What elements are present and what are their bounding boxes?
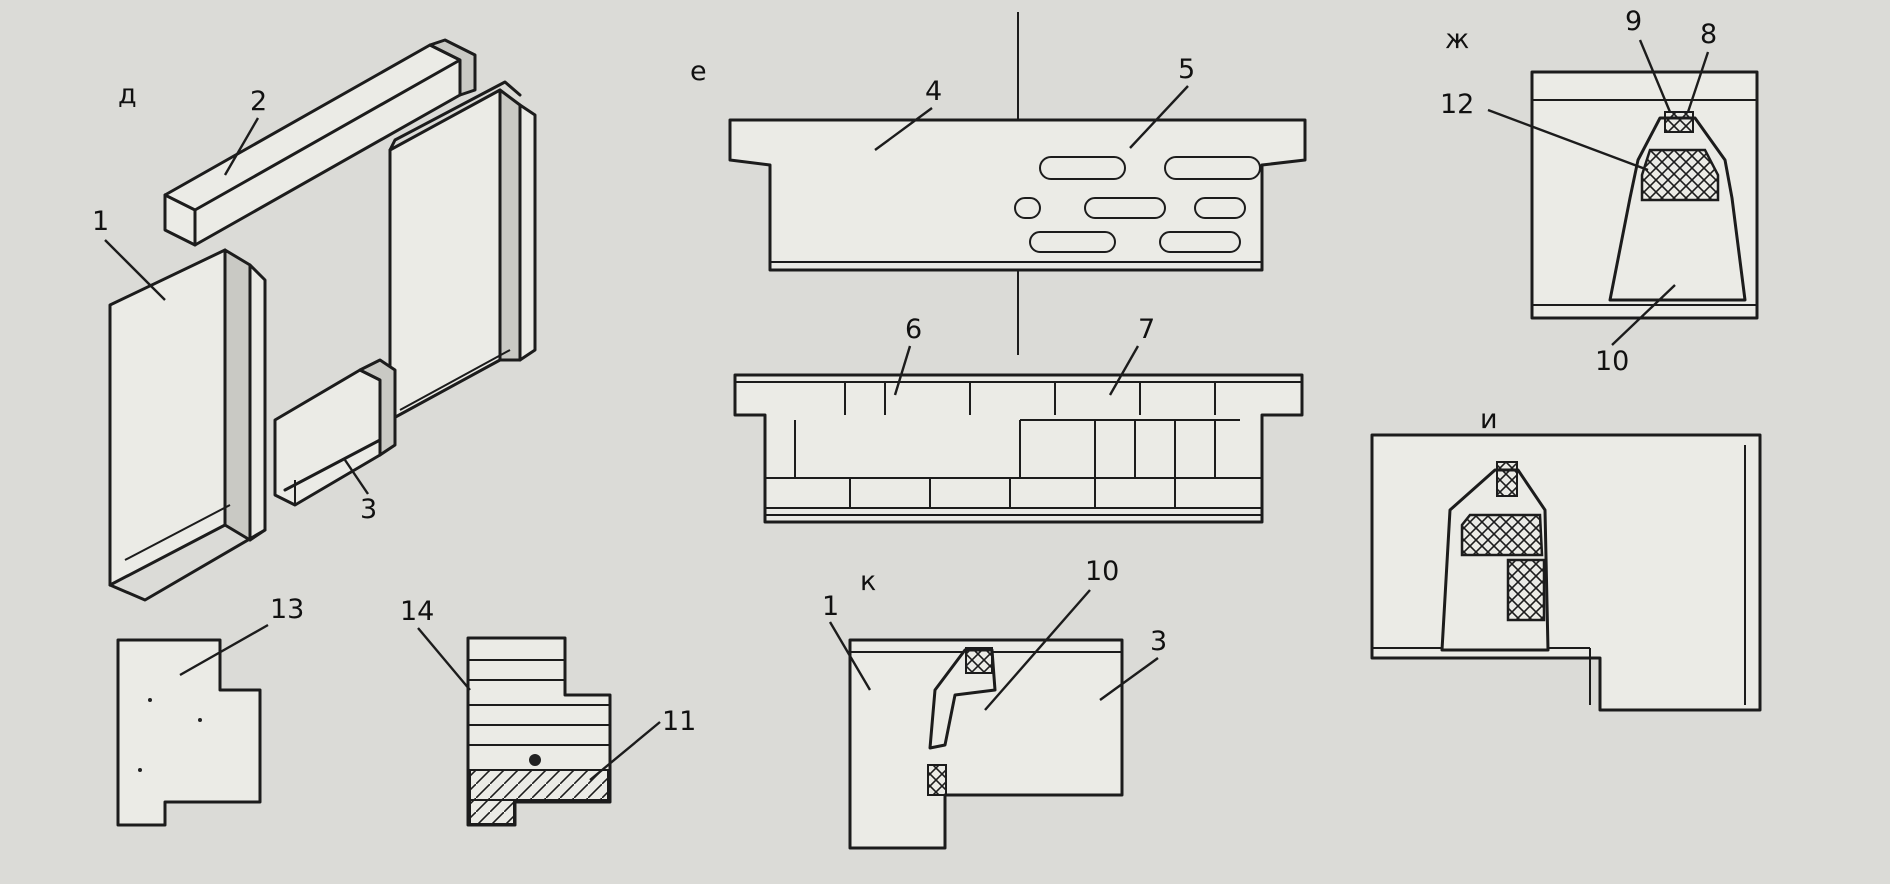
sill-block-3	[273, 358, 397, 507]
label-11: 11	[662, 706, 696, 737]
label-3-k: 3	[1150, 626, 1167, 657]
wall-panel-right	[388, 80, 537, 422]
section-label-k: к	[860, 566, 876, 597]
label-1: 1	[92, 206, 109, 237]
figure-d-isometric-panels: д 2 1 3	[92, 38, 537, 602]
figure-zh-joint-detail: ж 9 8 12 10	[1440, 6, 1759, 377]
label-4: 4	[925, 76, 942, 107]
section-label-i: и	[1480, 404, 1498, 435]
label-10-k: 10	[1085, 556, 1119, 587]
masonry-slab	[733, 373, 1304, 524]
wall-panel-1	[108, 248, 267, 602]
figure-14-layered-profile: 14 11	[400, 596, 696, 827]
label-10-zh: 10	[1595, 346, 1629, 377]
label-14: 14	[400, 596, 434, 627]
figure-e-slab-sections: е 4 5	[690, 12, 1307, 524]
section-label-e: е	[690, 56, 707, 87]
figure-i-corner-joint: и	[1370, 404, 1762, 712]
label-8: 8	[1700, 19, 1717, 50]
figure-k-wall-slab-joint: к 1 10 3	[822, 556, 1167, 850]
label-9: 9	[1625, 6, 1642, 37]
slab-voids	[1014, 156, 1261, 253]
section-label-zh: ж	[1445, 24, 1469, 55]
figure-13-concrete-profile: 13	[116, 594, 304, 827]
label-12: 12	[1440, 89, 1474, 120]
label-13: 13	[270, 594, 304, 625]
label-3: 3	[360, 494, 377, 525]
lintel-panel-2	[163, 38, 477, 247]
section-label-d: д	[118, 79, 137, 110]
label-6: 6	[905, 314, 922, 345]
label-5: 5	[1178, 54, 1195, 85]
label-2: 2	[250, 86, 267, 117]
label-7: 7	[1138, 314, 1155, 345]
label-1-k: 1	[822, 591, 839, 622]
